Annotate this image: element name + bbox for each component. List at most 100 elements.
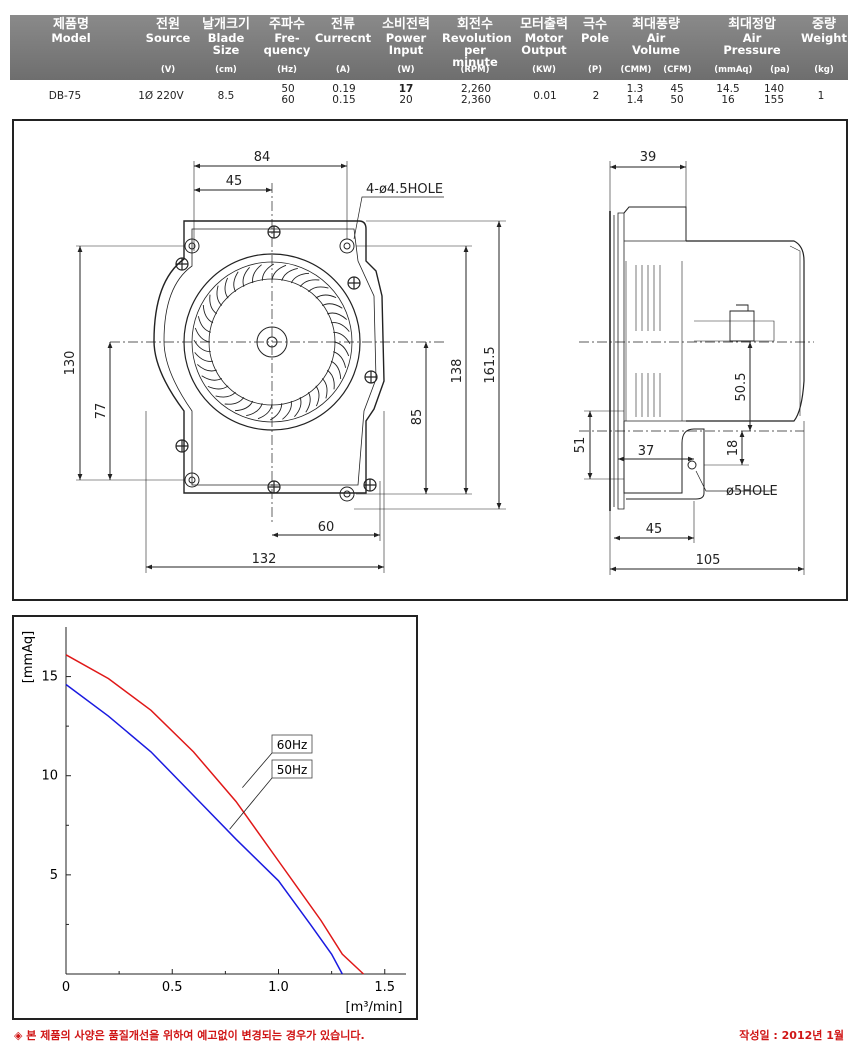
impeller-blade bbox=[216, 285, 223, 306]
y-tick-label: 5 bbox=[50, 868, 58, 883]
spec-header bbox=[10, 15, 848, 80]
footer-note: ◈ 본 제품의 사양은 품질개선을 위하여 예고없이 변경되는 경우가 있습니다… bbox=[14, 1029, 365, 1042]
header-unit: (V) bbox=[160, 65, 176, 75]
impeller-blade bbox=[321, 378, 328, 399]
impeller-blade bbox=[246, 403, 263, 417]
x-tick-label: 0.5 bbox=[162, 980, 183, 995]
impeller-blade bbox=[290, 272, 310, 284]
impeller-blade bbox=[321, 303, 343, 309]
legend-label: 50Hz bbox=[277, 763, 308, 777]
cmm-60: 1.4 bbox=[626, 94, 644, 106]
mount-hole bbox=[184, 472, 200, 488]
impeller-blade bbox=[282, 400, 292, 420]
header-kr: 중량 bbox=[812, 17, 836, 32]
mount-hole bbox=[339, 238, 355, 254]
dim-45b: 45 bbox=[646, 522, 663, 537]
dim-77: 77 bbox=[94, 403, 109, 420]
freq-60: 60 bbox=[281, 94, 295, 106]
weight-value: 1 bbox=[817, 90, 825, 102]
pa-60: 155 bbox=[763, 94, 785, 106]
impeller-blade bbox=[271, 264, 287, 281]
impeller-blade bbox=[194, 352, 214, 362]
mount-hole bbox=[339, 486, 355, 502]
header-kr: 주파수 bbox=[269, 17, 305, 32]
pa-50: 140 bbox=[763, 83, 785, 95]
header-en: Model bbox=[51, 31, 91, 45]
impeller-blade bbox=[305, 391, 311, 413]
dim-37: 37 bbox=[638, 444, 655, 459]
current-50: 0.19 bbox=[332, 83, 356, 95]
impeller-blade bbox=[201, 375, 223, 381]
impeller-blade bbox=[209, 294, 218, 315]
header-unit: (W) bbox=[397, 65, 415, 75]
header-en: Source bbox=[145, 31, 191, 45]
header-kr: 극수 bbox=[583, 17, 607, 32]
impeller-blade bbox=[261, 263, 275, 281]
legend-box bbox=[271, 734, 313, 754]
impeller-blade bbox=[333, 351, 347, 368]
header-kr: 날개크기 bbox=[202, 17, 250, 32]
header-en: Pole bbox=[580, 31, 610, 45]
impeller-blade bbox=[299, 279, 320, 288]
cfm-60: 50 bbox=[670, 94, 684, 106]
blade-value: 8.5 bbox=[217, 90, 235, 102]
header-unit: (CMM) (CFM) bbox=[620, 65, 692, 75]
impeller-blade bbox=[196, 364, 217, 372]
mmaq-60: 16 bbox=[721, 94, 735, 106]
impeller-blade bbox=[281, 267, 298, 281]
header-kr: 최대정압 bbox=[728, 17, 776, 32]
impeller-blade bbox=[326, 369, 335, 390]
impeller-blade bbox=[215, 391, 236, 398]
header-en: quency bbox=[263, 43, 311, 57]
x-tick-label: 0 bbox=[62, 980, 70, 995]
header-en: Input bbox=[388, 43, 424, 57]
header-unit: (Hz) bbox=[277, 65, 297, 75]
impeller-blade bbox=[315, 294, 337, 299]
header-unit: (cm) bbox=[215, 65, 237, 75]
pole-value: 2 bbox=[592, 90, 600, 102]
x-axis-label: [m³/min] bbox=[346, 1000, 403, 1015]
header-kr: 소비전력 bbox=[382, 17, 430, 32]
legend-box bbox=[271, 759, 313, 779]
dim-85: 85 bbox=[410, 409, 425, 426]
impeller-blade bbox=[207, 385, 229, 390]
header-kr: 최대풍량 bbox=[632, 17, 680, 32]
y-tick-label: 15 bbox=[41, 670, 58, 685]
model-value: DB-75 bbox=[48, 90, 82, 102]
impeller-blade bbox=[308, 286, 329, 293]
front-view bbox=[76, 161, 506, 573]
y-axis-label: [mmAq] bbox=[21, 631, 36, 683]
header-kr: 모터출력 bbox=[520, 17, 568, 32]
dim-50-5: 50.5 bbox=[734, 373, 749, 402]
impeller-blade bbox=[242, 266, 250, 287]
header-en: Currecnt bbox=[314, 31, 372, 45]
header-en: Output bbox=[521, 43, 567, 57]
header-en: Blade bbox=[207, 31, 245, 45]
cmm-50: 1.3 bbox=[626, 83, 644, 95]
header-unit: (RPM) bbox=[460, 65, 490, 75]
impeller-blade bbox=[330, 360, 342, 380]
header-en: Fre- bbox=[274, 31, 300, 45]
header-en: Motor bbox=[524, 31, 564, 45]
header-en: Air bbox=[742, 31, 762, 45]
power-60: 20 bbox=[399, 94, 413, 106]
x-tick-label: 1.0 bbox=[268, 980, 289, 995]
header-unit: (A) bbox=[335, 65, 351, 75]
header-unit: (P) bbox=[588, 65, 602, 75]
power-50: 17 bbox=[398, 83, 414, 95]
impeller-blade bbox=[327, 312, 348, 320]
footer-date: 작성일 : 2012년 1월 bbox=[739, 1029, 844, 1042]
impeller-blade bbox=[330, 322, 350, 332]
impeller-blade bbox=[252, 264, 262, 284]
header-en: per minute bbox=[452, 43, 498, 69]
dim-130: 130 bbox=[63, 351, 78, 376]
header-en: Size bbox=[212, 43, 240, 57]
header-en: Weight bbox=[801, 31, 847, 45]
dim-138: 138 bbox=[450, 359, 465, 384]
